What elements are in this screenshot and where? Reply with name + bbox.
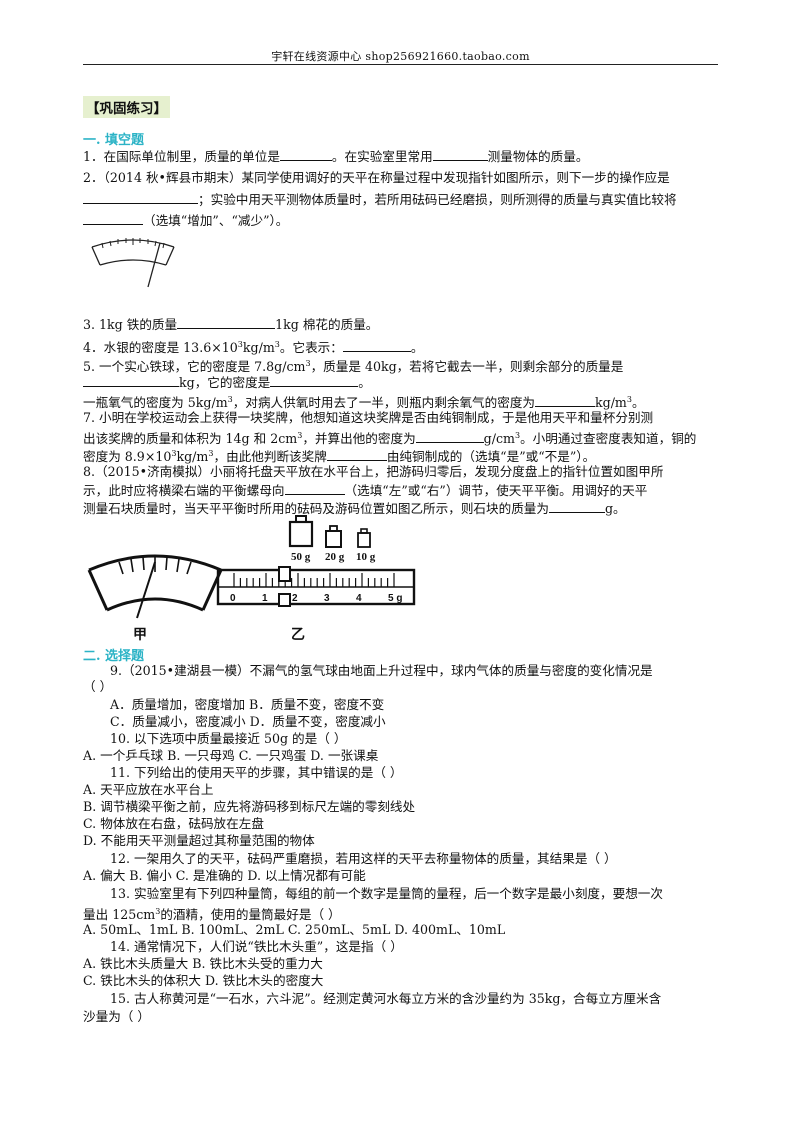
question-8-line-1: 8.（2015•济南模拟）小丽将托盘天平放在水平台上，把游码归零后，发现分度盘上… bbox=[83, 464, 664, 479]
question-9-line-2: （ ） bbox=[83, 679, 113, 694]
ruler-label-4: 4 bbox=[356, 593, 362, 604]
question-12-options: A. 偏大 B. 偏小 C. 是准确的 D. 以上情况都有可能 bbox=[83, 868, 366, 883]
section-choice-title: 二. 选择题 bbox=[83, 649, 145, 664]
ruler-label-5: 5 g bbox=[388, 593, 402, 604]
blank[interactable] bbox=[432, 148, 488, 161]
ruler-label-0: 0 bbox=[230, 593, 236, 604]
blank[interactable] bbox=[415, 430, 484, 444]
blank[interactable] bbox=[342, 339, 411, 353]
pointer bbox=[136, 561, 156, 619]
ruler-label-3: 3 bbox=[324, 593, 330, 604]
figure-caption-jia: 甲 bbox=[133, 627, 147, 643]
question-8-line-2: 示，此时应将横梁右端的平衡螺母向（选填“左”或“右”）调节，使天平平衡。用调好的… bbox=[83, 482, 648, 498]
question-13-line-2: 量出 125cm3的酒精，使用的量筒最好是（ ） bbox=[83, 907, 341, 923]
question-5-line-1: 5. 一个实心铁球，它的密度是 7.8g/cm3，质量是 40kg，若将它截去一… bbox=[83, 359, 624, 375]
rider-top bbox=[278, 566, 291, 582]
question-2-line-3: （选填“增加”、“减少”）。 bbox=[83, 212, 288, 229]
blank[interactable] bbox=[83, 191, 198, 204]
question-10-options: A. 一个乒乓球 B. 一只母鸡 C. 一只鸡蛋 D. 一张课桌 bbox=[83, 748, 379, 763]
blank[interactable] bbox=[177, 316, 276, 329]
question-13-line-1: 13. 实验室里有下列四种量筒，每组的前一个数字是量筒的量程，后一个数字是最小刻… bbox=[110, 886, 663, 901]
scale-dial-figure bbox=[91, 238, 175, 288]
balance-dial-figure bbox=[87, 554, 223, 619]
question-11: 11. 下列给出的使用天平的步骤，其中错误的是（ ） bbox=[110, 765, 403, 780]
weight-label-20: 20 g bbox=[325, 551, 345, 563]
blank[interactable] bbox=[535, 394, 595, 408]
blank[interactable] bbox=[270, 374, 359, 387]
question-7-line-3: 密度为 8.9×103kg/m3，由此他判断该奖牌由纯铜制成的（选填“是”或“不… bbox=[83, 448, 596, 465]
question-11-option-c: C. 物体放在右盘，砝码放在左盘 bbox=[83, 816, 264, 831]
blank[interactable] bbox=[284, 482, 345, 495]
ruler-label-1: 1 bbox=[262, 593, 268, 604]
question-15-line-2: 沙量为（ ） bbox=[83, 1009, 150, 1024]
figure-caption-yi: 乙 bbox=[291, 627, 305, 643]
question-12: 12. 一架用久了的天平，砝码严重磨损，若用这样的天平去称量物体的质量，其结果是… bbox=[110, 851, 617, 866]
blank[interactable] bbox=[326, 448, 387, 462]
blank[interactable] bbox=[279, 148, 332, 161]
question-10: 10. 以下选项中质量最接近 50g 的是（ ） bbox=[110, 731, 347, 746]
page-header: 宇轩在线资源中心 shop256921660.taobao.com bbox=[271, 50, 530, 63]
question-2-line-1: 2．（2014 秋•辉县市期末）某同学使用调好的天平在称量过程中发现指针如图所示… bbox=[83, 170, 670, 185]
question-15-line-1: 15. 古人称黄河是“一石水，六斗泥”。经测定黄河水每立方米的含沙量约为 35k… bbox=[110, 991, 662, 1006]
ruler-label-2: 2 bbox=[292, 593, 298, 604]
question-11-option-d: D. 不能用天平测量超过其称量范围的物体 bbox=[83, 833, 315, 848]
question-13-options: A. 50mL、1mL B. 100mL、2mL C. 250mL、5mL D.… bbox=[83, 922, 506, 937]
question-11-option-b: B. 调节横梁平衡之前，应先将游码移到标尺左端的零刻线处 bbox=[83, 799, 416, 814]
question-14-options-1: A. 铁比木头质量大 B. 铁比木头受的重力大 bbox=[83, 956, 323, 971]
question-14-options-2: C. 铁比木头的体积大 D. 铁比木头的密度大 bbox=[83, 973, 324, 988]
blank[interactable] bbox=[83, 212, 143, 225]
question-14: 14. 通常情况下，人们说“铁比木头重”，这是指（ ） bbox=[110, 939, 403, 954]
question-9-options-1: A．质量增加，密度增加 B．质量不变，密度不变 bbox=[110, 697, 385, 712]
question-2-line-2: ；实验中用天平测物体质量时，若所用砝码已经磨损，则所测得的质量与真实值比较将 bbox=[83, 191, 677, 208]
rider-bottom bbox=[278, 593, 291, 607]
question-9-line-1: 9.（2015•建湖县一模）不漏气的氢气球由地面上升过程中，球内气体的质量与密度… bbox=[110, 663, 653, 678]
question-4: 4．水银的密度是 13.6×103kg/m3。它表示：。 bbox=[83, 339, 424, 356]
question-11-option-a: A. 天平应放在水平台上 bbox=[83, 782, 214, 797]
header-rule bbox=[83, 64, 718, 65]
section-fill-title: 一. 填空题 bbox=[83, 133, 145, 148]
question-9-options-2: C．质量减小，密度减小 D．质量不变，密度减小 bbox=[110, 714, 386, 729]
weights-and-rider-figure: 50 g 20 g 10 g 0 1 2 3 4 5 g bbox=[216, 515, 416, 607]
question-5-line-2: kg，它的密度是。 bbox=[83, 374, 371, 391]
pointer bbox=[147, 242, 161, 288]
question-7-line-1: 7. 小明在学校运动会上获得一块奖牌，他想知道这块奖牌是否由纯铜制成，于是他用天… bbox=[83, 410, 654, 425]
blank[interactable] bbox=[548, 500, 605, 513]
section-tag: 【巩固练习】 bbox=[83, 96, 170, 118]
question-1: 1．在国际单位制里，质量的单位是。在实验室里常用测量物体的质量。 bbox=[83, 148, 589, 164]
weight-label-10: 10 g bbox=[356, 551, 376, 563]
blank[interactable] bbox=[83, 374, 179, 387]
weight-label-50: 50 g bbox=[291, 551, 311, 563]
